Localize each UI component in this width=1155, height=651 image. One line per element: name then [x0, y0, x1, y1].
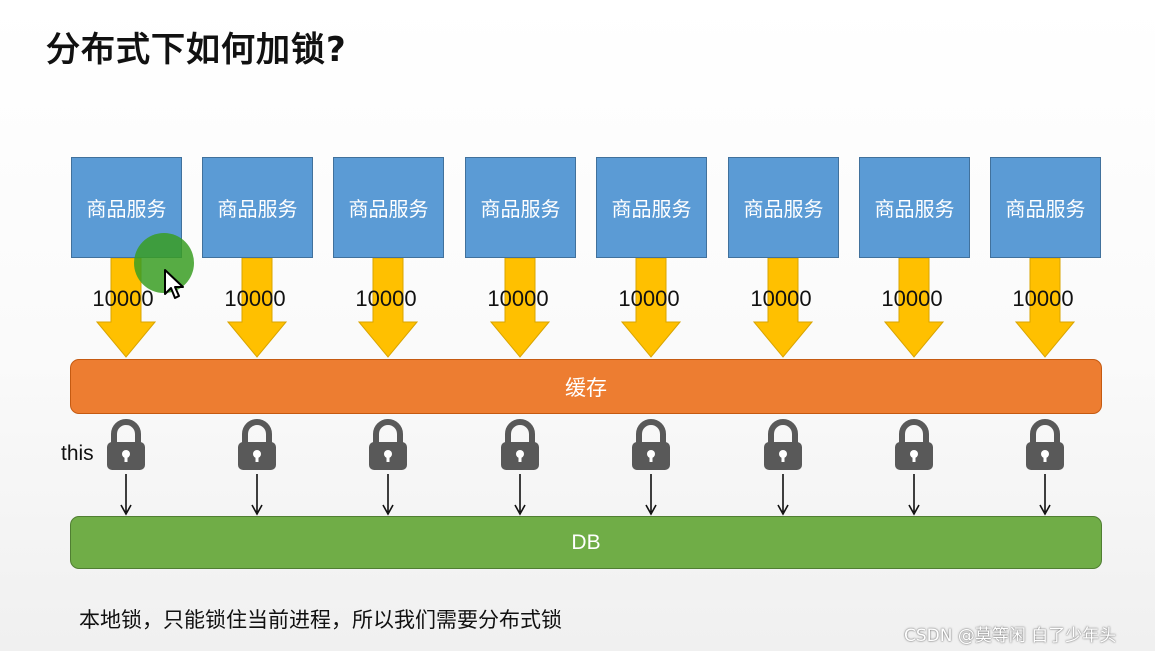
request-count: 10000 [487, 286, 549, 311]
request-count: 10000 [618, 286, 680, 311]
lock-icon [501, 419, 539, 470]
lock-icon [632, 419, 670, 470]
lock-icon [1026, 419, 1064, 470]
db-label: DB [571, 530, 601, 554]
request-count: 10000 [355, 286, 417, 311]
request-arrow-icon [227, 258, 287, 358]
page-title: 分布式下如何加锁? [46, 30, 347, 70]
service-box: 商品服务 [465, 157, 576, 258]
request-arrow-icon [490, 258, 550, 358]
down-arrow-icon [120, 474, 132, 516]
cache-layer: 缓存 [70, 359, 1102, 414]
cache-label: 缓存 [565, 375, 607, 400]
cursor-icon [164, 269, 184, 299]
service-box: 商品服务 [71, 157, 182, 258]
request-arrow-icon [1015, 258, 1075, 358]
service-box: 商品服务 [333, 157, 444, 258]
request-arrow-icon [753, 258, 813, 358]
service-box: 商品服务 [728, 157, 839, 258]
service-box: 商品服务 [859, 157, 970, 258]
down-arrow-icon [382, 474, 394, 516]
request-count: 10000 [92, 286, 154, 311]
down-arrow-icon [908, 474, 920, 516]
lock-this-label: this [61, 442, 94, 465]
down-arrow-icon [251, 474, 263, 516]
down-arrow-icon [645, 474, 657, 516]
lock-icon [107, 419, 145, 470]
service-box: 商品服务 [202, 157, 313, 258]
lock-icon [895, 419, 933, 470]
request-arrow-icon [884, 258, 944, 358]
footnote: 本地锁，只能锁住当前进程，所以我们需要分布式锁 [79, 608, 562, 632]
lock-icon [369, 419, 407, 470]
down-arrow-icon [514, 474, 526, 516]
request-count: 10000 [224, 286, 286, 311]
service-box: 商品服务 [990, 157, 1101, 258]
request-count: 10000 [750, 286, 812, 311]
db-layer: DB [70, 516, 1102, 569]
lock-icon [238, 419, 276, 470]
watermark: CSDN @莫等闲 白了少年头 [904, 626, 1117, 646]
down-arrow-icon [1039, 474, 1051, 516]
request-count: 10000 [1012, 286, 1074, 311]
down-arrow-icon [777, 474, 789, 516]
lock-icon [764, 419, 802, 470]
request-arrow-icon [358, 258, 418, 358]
service-box: 商品服务 [596, 157, 707, 258]
request-count: 10000 [881, 286, 943, 311]
request-arrow-icon [621, 258, 681, 358]
